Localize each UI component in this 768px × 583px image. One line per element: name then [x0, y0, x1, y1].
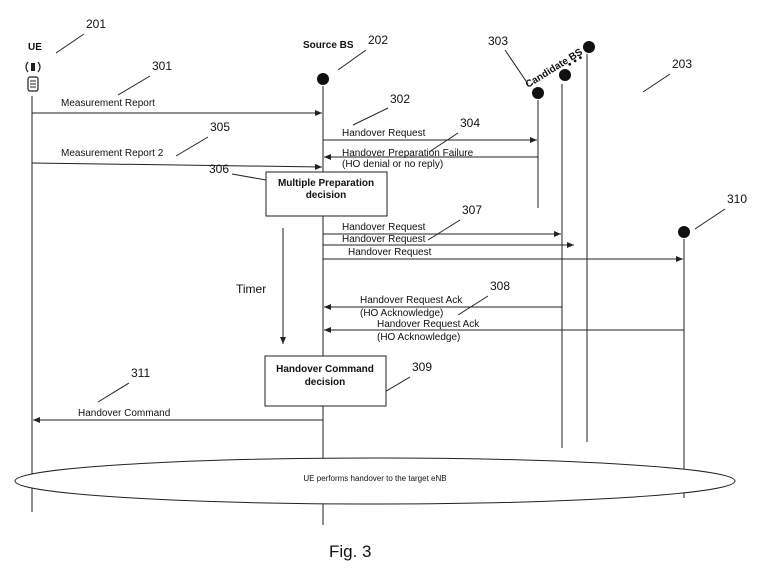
multiple-preparation-title: Multiple Preparation [278, 178, 374, 189]
measurement-report-2-label: Measurement Report 2 [61, 148, 164, 159]
ref-308-leader [457, 295, 489, 316]
multiple-preparation-sub: decision [306, 190, 347, 201]
candidate-bs-node-3 [583, 41, 595, 53]
ref-303: 303 [488, 34, 508, 48]
measurement-report-label: Measurement Report [61, 98, 155, 109]
handover-command-title: Handover Command [276, 364, 374, 375]
measurement-report-2-arrow [31, 162, 323, 170]
ref-301-leader [117, 75, 151, 96]
candidate-bs-node-2 [559, 69, 571, 81]
target-bs-node [678, 226, 690, 238]
ref-304-leader [428, 132, 459, 153]
handover-request-b-label: Handover Request [342, 234, 426, 245]
handover-request-a-label: Handover Request [342, 222, 426, 233]
ref-201-leader [55, 33, 85, 54]
ue-phone-icon [25, 61, 41, 92]
ref-302-leader [352, 107, 389, 126]
handover-request-c-label: Handover Request [348, 247, 432, 258]
ho-denial-label: (HO denial or no reply) [342, 159, 443, 170]
handover-request-1-label: Handover Request [342, 128, 426, 139]
ref-304: 304 [460, 116, 480, 130]
handover-command-box [264, 355, 387, 407]
figure-caption: Fig. 3 [329, 542, 372, 561]
lifelines [31, 54, 685, 525]
candidate-bs-label: Candidate BS [524, 47, 585, 91]
ref-311: 311 [131, 366, 150, 380]
handover-ellipse [14, 457, 736, 505]
ho-ack-2-label: (HO Acknowledge) [377, 332, 460, 343]
ellipse-text: UE performs handover to the target eNB [303, 474, 446, 483]
ref-301: 301 [152, 59, 172, 73]
ref-201: 201 [86, 17, 106, 31]
handover-request-ack-1-label: Handover Request Ack [360, 295, 463, 306]
ref-310-leader [694, 208, 726, 230]
ref-202: 202 [368, 33, 388, 47]
ref-303-leader [504, 49, 529, 85]
ho-ack-1-label: (HO Acknowledge) [360, 308, 443, 319]
ref-307-leader [427, 219, 461, 241]
handover-prep-failure-label: Handover Preparation Failure [342, 148, 474, 159]
ref-308: 308 [490, 279, 510, 293]
multiple-preparation-box [265, 171, 388, 217]
ref-305-leader [175, 136, 209, 157]
ref-302: 302 [390, 92, 410, 106]
ref-307: 307 [462, 203, 482, 217]
handover-command-sub: decision [305, 377, 346, 388]
source-bs-node [317, 73, 329, 85]
source-bs-label: Source BS [303, 40, 354, 51]
ref-306: 306 [209, 162, 229, 176]
ref-310: 310 [727, 192, 747, 206]
ue-label: UE [28, 42, 42, 53]
ref-309: 309 [412, 360, 432, 374]
ref-203-leader [642, 73, 671, 93]
ref-311-leader [97, 382, 130, 403]
ref-306-leader [231, 173, 267, 181]
handover-request-ack-2-label: Handover Request Ack [377, 319, 480, 330]
ref-203: 203 [672, 57, 692, 71]
ref-202-leader [337, 49, 367, 71]
ref-305: 305 [210, 120, 230, 134]
handover-command-label: Handover Command [78, 408, 170, 419]
timer-label: Timer [236, 282, 266, 296]
candidate-bs-node-1 [532, 87, 544, 99]
